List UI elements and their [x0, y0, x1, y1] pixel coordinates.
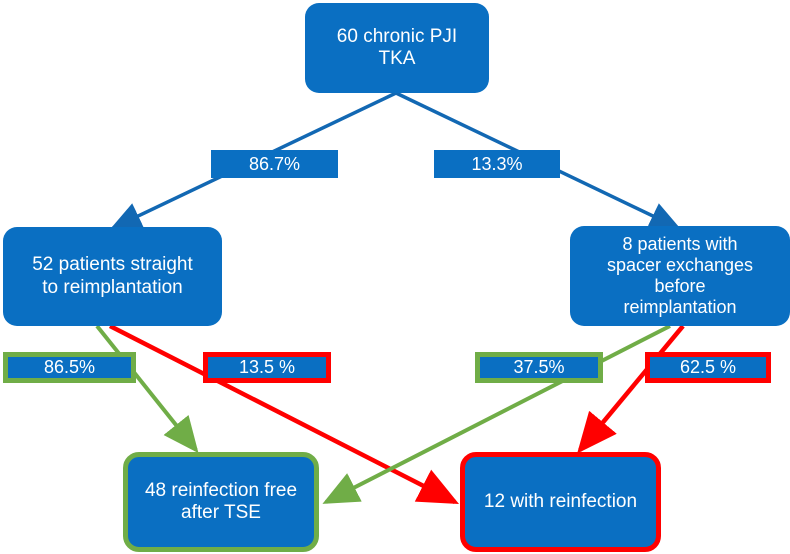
node-outcome-success-label: 48 reinfection free after TSE — [144, 479, 298, 523]
badge-root-to-right-label: 13.3% — [471, 153, 523, 174]
badge-right-failure-label: 62.5 % — [679, 357, 737, 377]
node-root-label: 60 chronic PJI TKA — [336, 25, 458, 69]
badge-root-to-left[interactable]: 86.7% — [211, 150, 338, 178]
badge-left-success[interactable]: 86.5% — [3, 352, 136, 383]
edge-right-to-success — [322, 324, 671, 504]
node-root[interactable]: 60 chronic PJI TKA — [305, 3, 489, 93]
badge-left-failure-label: 13.5 % — [238, 357, 296, 377]
edge-left-to-failure — [108, 323, 460, 505]
badge-right-success-label: 37.5% — [513, 357, 565, 377]
badge-root-to-right[interactable]: 13.3% — [434, 150, 560, 178]
edge-left-to-success — [95, 324, 199, 454]
node-outcome-failure[interactable]: 12 with reinfection — [460, 452, 661, 552]
badge-root-to-left-label: 86.7% — [248, 153, 301, 174]
node-outcome-success[interactable]: 48 reinfection free after TSE — [123, 452, 319, 552]
edge-right-to-failure — [577, 324, 685, 454]
badge-left-success-label: 86.5% — [43, 357, 96, 377]
node-outcome-failure-label: 12 with reinfection — [483, 490, 638, 512]
node-left-branch[interactable]: 52 patients straight to reimplantation — [3, 227, 222, 326]
badge-right-failure[interactable]: 62.5 % — [645, 352, 771, 383]
node-right-branch[interactable]: 8 patients with spacer exchanges before … — [570, 226, 790, 326]
badge-left-failure[interactable]: 13.5 % — [203, 352, 331, 383]
node-left-branch-label: 52 patients straight to reimplantation — [32, 254, 193, 298]
node-right-branch-label: 8 patients with spacer exchanges before … — [606, 233, 754, 318]
badge-right-success[interactable]: 37.5% — [475, 352, 603, 383]
